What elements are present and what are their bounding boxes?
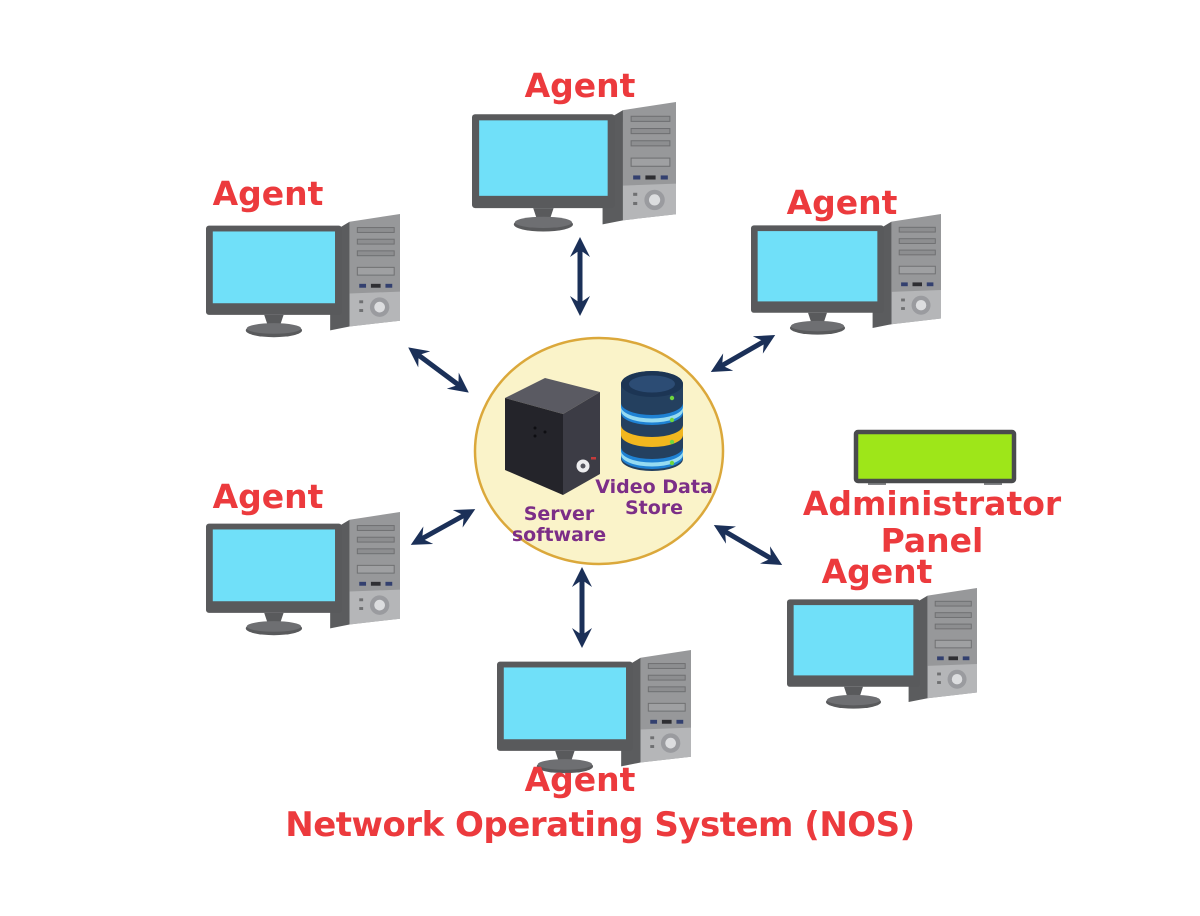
admin-panel-label: Administrator Panel — [802, 484, 1062, 560]
agent-computer-icon-bottom — [496, 649, 692, 774]
video-data-store-label-line1: Video Data — [595, 476, 713, 498]
server-software-label-line1: Server — [523, 503, 595, 525]
arrow-middle-left-agent — [410, 509, 476, 545]
agent-computer-icon-lower-right — [786, 587, 978, 710]
agent-computer-icon-upper-right — [750, 213, 942, 336]
agent-label-top: Agent — [524, 66, 636, 105]
database-stack-icon — [621, 371, 683, 471]
server-software-label: Server software — [512, 504, 606, 546]
agent-label-upper-right: Agent — [786, 183, 898, 222]
agent-label-bottom: Agent — [524, 760, 636, 799]
server-software-label-line2: software — [511, 523, 607, 546]
video-data-store-label-line2: Store — [624, 496, 684, 519]
video-data-store-label: Video Data Store — [595, 477, 713, 519]
agent-computer-icon-top — [471, 101, 677, 233]
agent-label-middle-left: Agent — [212, 477, 324, 516]
agent-label-lower-right: Agent — [821, 552, 933, 591]
arrow-lower-right-agent — [713, 524, 783, 566]
arrow-upper-right-agent — [710, 335, 776, 372]
agent-computer-icon-upper-left — [205, 213, 401, 338]
diagram-caption: Network Operating System (NOS) — [285, 805, 915, 845]
agent-computer-icon-middle-left — [205, 511, 401, 636]
connection-arrows — [408, 237, 783, 648]
admin-panel-label-line1: Administrator — [802, 484, 1062, 523]
admin-panel-label-line2: Panel — [880, 520, 984, 560]
arrow-upper-left-agent — [408, 347, 469, 393]
agent-label-upper-left: Agent — [212, 174, 324, 213]
server-tower-icon — [505, 378, 600, 495]
admin-panel-screen-icon — [853, 429, 1017, 485]
